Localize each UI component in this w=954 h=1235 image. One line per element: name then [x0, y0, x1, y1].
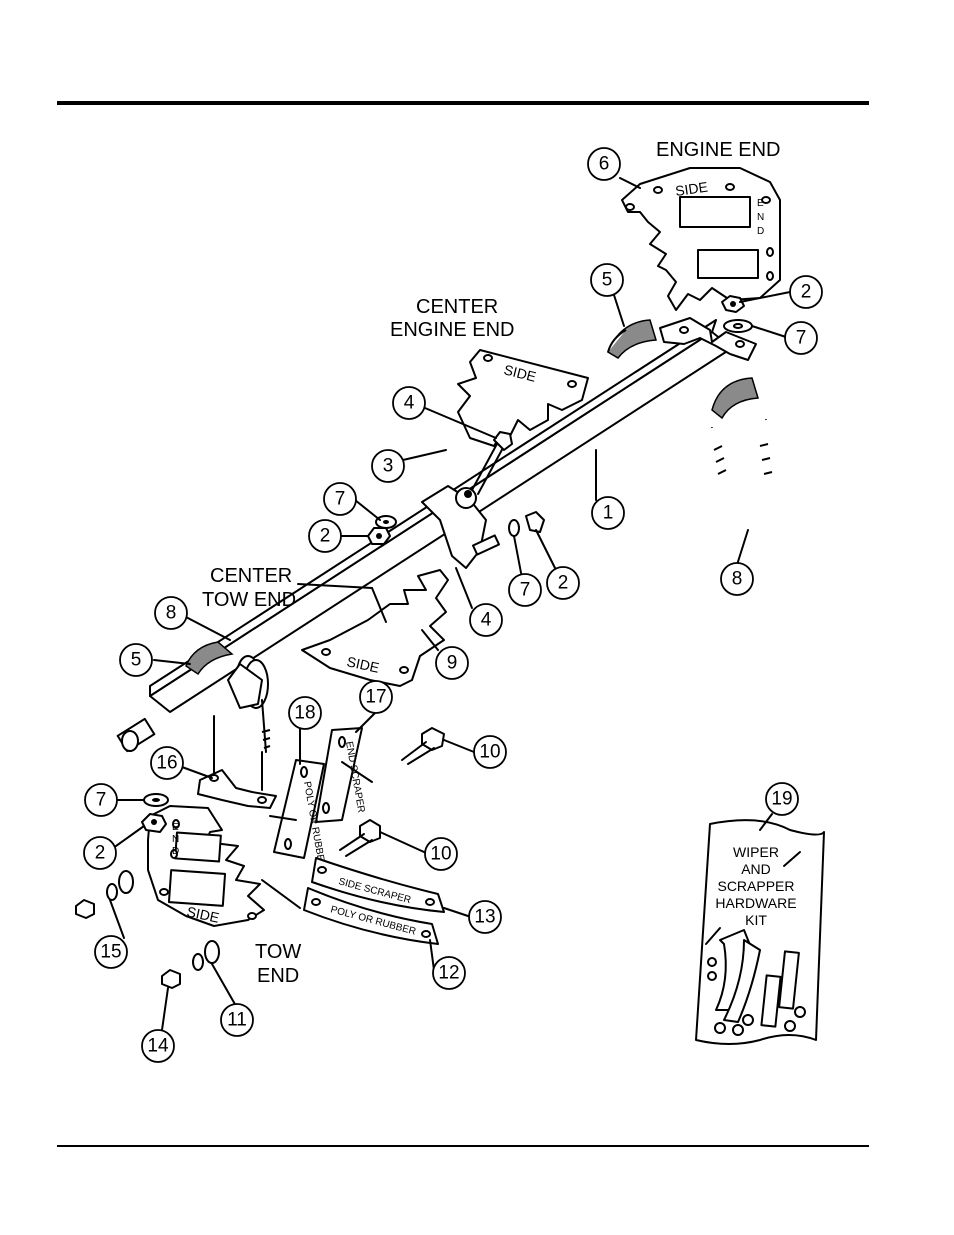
svg-text:18: 18 [294, 703, 315, 724]
callout-7: 7 [785, 322, 817, 354]
callout-16: 16 [151, 747, 183, 779]
kit-line-5: KIT [745, 912, 767, 928]
svg-text:5: 5 [602, 270, 613, 291]
svg-text:16: 16 [156, 753, 177, 774]
svg-text:8: 8 [732, 569, 743, 590]
engine-end-letter-e: E [757, 198, 764, 209]
tow-end-letter-n: N [172, 834, 179, 845]
svg-text:19: 19 [771, 789, 792, 810]
callout-9: 9 [436, 647, 468, 679]
kit-line-4: HARDWARE [715, 895, 796, 911]
svg-text:2: 2 [320, 526, 331, 547]
tow-end-letter-d: D [172, 846, 179, 857]
svg-text:14: 14 [147, 1036, 169, 1057]
svg-text:15: 15 [100, 942, 121, 963]
callout-8: 8 [721, 563, 753, 595]
callout-4: 4 [393, 387, 425, 419]
svg-text:4: 4 [481, 610, 492, 631]
svg-text:1: 1 [603, 503, 614, 524]
callout-10: 10 [474, 736, 506, 768]
callout-18: 18 [289, 697, 321, 729]
callout-3: 3 [372, 450, 404, 482]
svg-text:5: 5 [131, 650, 142, 671]
engine-u-bolt [712, 420, 774, 532]
callout-19: 19 [766, 783, 798, 815]
kit-line-3: SCRAPPER [717, 878, 794, 894]
svg-text:10: 10 [479, 742, 500, 763]
callout-14: 14 [142, 1030, 174, 1062]
callout-12: 12 [433, 957, 465, 989]
callout-17: 17 [360, 681, 392, 713]
svg-text:13: 13 [474, 907, 495, 928]
label-center-engine-end-1: CENTER [416, 296, 498, 318]
svg-text:11: 11 [227, 1010, 247, 1031]
callout-2: 2 [84, 837, 116, 869]
callout-7: 7 [324, 483, 356, 515]
tow-end-bracket [198, 770, 276, 808]
callout-1: 1 [592, 497, 624, 529]
callout-2: 2 [547, 567, 579, 599]
engine-end-letter-d: D [757, 226, 764, 237]
svg-text:12: 12 [438, 963, 459, 984]
svg-text:2: 2 [801, 282, 812, 303]
end-scraper: END SCRAPER [316, 728, 366, 822]
svg-text:9: 9 [447, 653, 458, 674]
main-shaft [118, 320, 732, 751]
svg-text:8: 8 [166, 603, 177, 624]
kit-line-1: WIPER [733, 844, 779, 860]
callout-7: 7 [509, 574, 541, 606]
engine-end-wiper: SIDE E N D [622, 168, 780, 310]
callout-2: 2 [790, 276, 822, 308]
label-tow-end-1: TOW [255, 941, 301, 963]
svg-text:7: 7 [520, 580, 531, 601]
label-engine-end: ENGINE END [656, 139, 780, 161]
bolt-lower [340, 820, 380, 856]
engine-end-letter-n: N [757, 212, 764, 223]
callout-6: 6 [588, 148, 620, 180]
callout-4: 4 [470, 604, 502, 636]
callout-5: 5 [591, 264, 623, 296]
svg-text:2: 2 [558, 573, 569, 594]
svg-text:3: 3 [383, 456, 394, 477]
svg-text:7: 7 [335, 489, 346, 510]
callout-11: 11 [221, 1004, 253, 1036]
callout-7: 7 [85, 784, 117, 816]
svg-text:7: 7 [96, 790, 107, 811]
svg-text:10: 10 [430, 844, 451, 865]
svg-text:2: 2 [95, 843, 106, 864]
svg-text:7: 7 [796, 328, 807, 349]
svg-text:6: 6 [599, 154, 610, 175]
kit-line-2: AND [741, 861, 771, 877]
label-center-engine-end-2: ENGINE END [390, 319, 514, 341]
svg-text:4: 4 [404, 393, 415, 414]
callout-15: 15 [95, 936, 127, 968]
svg-text:17: 17 [365, 687, 386, 708]
tow-end-letter-e: E [172, 822, 179, 833]
label-tow-end-2: END [257, 965, 299, 987]
callout-2: 2 [309, 520, 341, 552]
engine-clamp-lower [712, 378, 758, 418]
label-center-tow-end-1: CENTER [210, 565, 292, 587]
callout-10: 10 [425, 838, 457, 870]
callout-5: 5 [120, 644, 152, 676]
callout-8: 8 [155, 597, 187, 629]
bolt-upper [402, 728, 444, 764]
label-center-tow-end-2: TOW END [202, 589, 296, 611]
hardware-kit: WIPER AND SCRAPPER HARDWARE KIT [696, 820, 824, 1044]
callout-13: 13 [469, 901, 501, 933]
